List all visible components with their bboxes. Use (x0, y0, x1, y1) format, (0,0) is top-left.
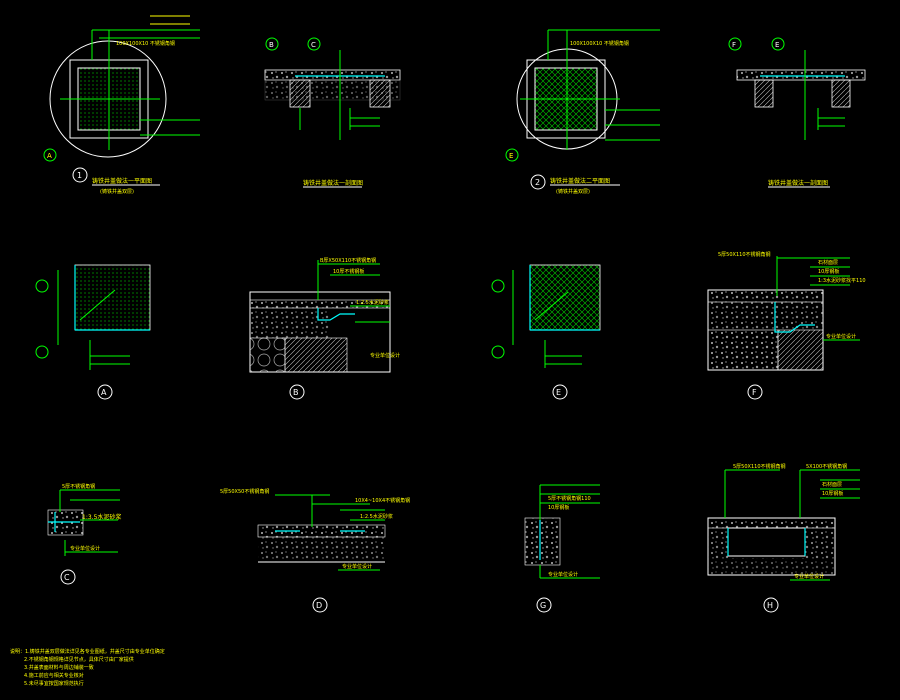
detail-a-view: A (35, 264, 151, 400)
detail-a-marker: A (101, 388, 107, 397)
detail-b-label-2: 10厚不锈钢板 (333, 268, 364, 275)
detail-b-marker: B (293, 388, 299, 397)
plan-1-circle (49, 40, 167, 158)
plan-2-marker: 2 (535, 178, 540, 187)
detail-g-view: 5厚不锈钢角钢110 10厚钢板 专业单位设计 G (524, 484, 600, 613)
detail-d-marker: D (316, 601, 322, 610)
plan-1-marker: 1 (77, 171, 82, 180)
detail-f-label-1: 5厚50X110不锈钢角钢 (718, 251, 771, 258)
detail-c-label-3: 专业单位设计 (70, 545, 100, 552)
plan-2-view: E 2 铸铁井盖做法二平面图 (铸铁井盖双层) 100X100X10 不锈钢角钢 (505, 29, 660, 195)
detail-f-label-5: 专业单位设计 (826, 333, 856, 340)
detail-b-label-3: 1:2.5水泥砂浆 (356, 299, 389, 306)
notes-line-3: 3.井盖表面材料与周边铺装一致 (24, 664, 94, 671)
plan-2-title: 铸铁井盖做法二平面图 (550, 177, 610, 185)
detail-c-view: 5厚不锈钢角钢 1:3.5水泥砂浆 专业单位设计 C (47, 483, 121, 585)
detail-h-label-2: 5X100不锈钢角钢 (806, 463, 847, 470)
detail-h-label-1: 5厚50X110不锈钢角钢 (733, 463, 786, 470)
detail-f-label-2: 石材面层 (818, 259, 838, 266)
detail-g-marker: G (540, 601, 546, 610)
svg-text:A: A (47, 152, 52, 160)
detail-b-label-4: 专业单位设计 (370, 352, 400, 359)
detail-b-view: B厚X50X110不锈钢角钢 10厚不锈钢板 1:2.5水泥砂浆 专业单位设计 … (249, 257, 400, 400)
detail-h-label-4: 10厚钢板 (822, 490, 843, 497)
detail-b-label-1: B厚X50X110不锈钢角钢 (320, 257, 376, 264)
plan-1-subtitle: (铸铁井盖双层) (100, 188, 134, 195)
detail-f-view: 5厚50X110不锈钢角钢 石材面层 10厚钢板 1:3水泥砂浆找平110 专业… (707, 251, 866, 400)
detail-h-marker: H (767, 601, 773, 610)
section-2-callout-1: F (732, 41, 736, 49)
section-2-view: F E 铸铁井盖做法一剖面图 (728, 37, 866, 188)
plan-1-title: 铸铁井盖做法一平面图 (92, 177, 152, 185)
detail-f-label-3: 10厚钢板 (818, 268, 839, 275)
general-notes: 说明：1.铸铁井盖双层做法详见各专业图纸，井盖尺寸由专业单位确定 2.不锈钢角钢… (10, 648, 165, 687)
detail-e-marker: E (556, 388, 561, 397)
detail-d-label-3: 1:2.5水泥砂浆 (360, 513, 393, 520)
plan-2-subtitle: (铸铁井盖双层) (556, 188, 590, 195)
detail-g-label-3: 专业单位设计 (548, 571, 578, 578)
detail-f-marker: F (752, 388, 757, 397)
notes-line-5: 5.未尽事宜按国家规范执行 (24, 680, 84, 687)
detail-h-label-3: 石材面层 (822, 481, 842, 488)
detail-h-label-5: 专业单位设计 (794, 573, 824, 580)
detail-c-label-1: 5厚不锈钢角钢 (62, 483, 95, 490)
section-2-title: 铸铁井盖做法一剖面图 (768, 179, 828, 187)
section-1-title: 铸铁井盖做法一剖面图 (303, 179, 363, 187)
detail-d-view: 5厚50X50不锈钢角钢 10X4~10X4不锈钢角钢 1:2.5水泥砂浆 专业… (220, 488, 410, 613)
svg-text:E: E (509, 152, 513, 160)
detail-d-label-1: 5厚50X50不锈钢角钢 (220, 488, 269, 495)
plan-1-view: A 1 铸铁井盖做法一平面图 (铸铁井盖双层) 100X100X10 不锈钢角钢 (43, 15, 200, 195)
plan-1-dim: 100X100X10 不锈钢角钢 (116, 40, 175, 47)
notes-line-1: 说明：1.铸铁井盖双层做法详见各专业图纸，井盖尺寸由专业单位确定 (10, 648, 165, 655)
detail-c-label-2: 1:3.5水泥砂浆 (82, 513, 121, 521)
notes-line-2: 2.不锈钢角钢规格详见节点，具体尺寸由厂家提供 (24, 656, 134, 663)
detail-e-view: E (491, 264, 601, 400)
detail-f-label-4: 1:3水泥砂浆找平110 (818, 277, 866, 284)
plan-2-dim: 100X100X10 不锈钢角钢 (570, 40, 629, 47)
section-1-callout-1: B (269, 41, 274, 49)
detail-h-view: 5厚50X110不锈钢角钢 5X100不锈钢角钢 石材面层 10厚钢板 专业单位… (707, 463, 860, 613)
notes-line-4: 4.施工前应与相关专业核对 (24, 672, 84, 679)
section-1-view: B C 铸铁井盖做法一剖面图 (264, 37, 401, 188)
detail-c-marker: C (64, 573, 70, 582)
detail-d-label-4: 专业单位设计 (342, 563, 372, 570)
detail-g-label-1: 5厚不锈钢角钢110 (548, 495, 591, 502)
section-2-callout-2: E (775, 41, 779, 49)
section-1-callout-2: C (311, 41, 316, 49)
detail-g-label-2: 10厚钢板 (548, 504, 569, 511)
detail-d-label-2: 10X4~10X4不锈钢角钢 (355, 497, 410, 504)
